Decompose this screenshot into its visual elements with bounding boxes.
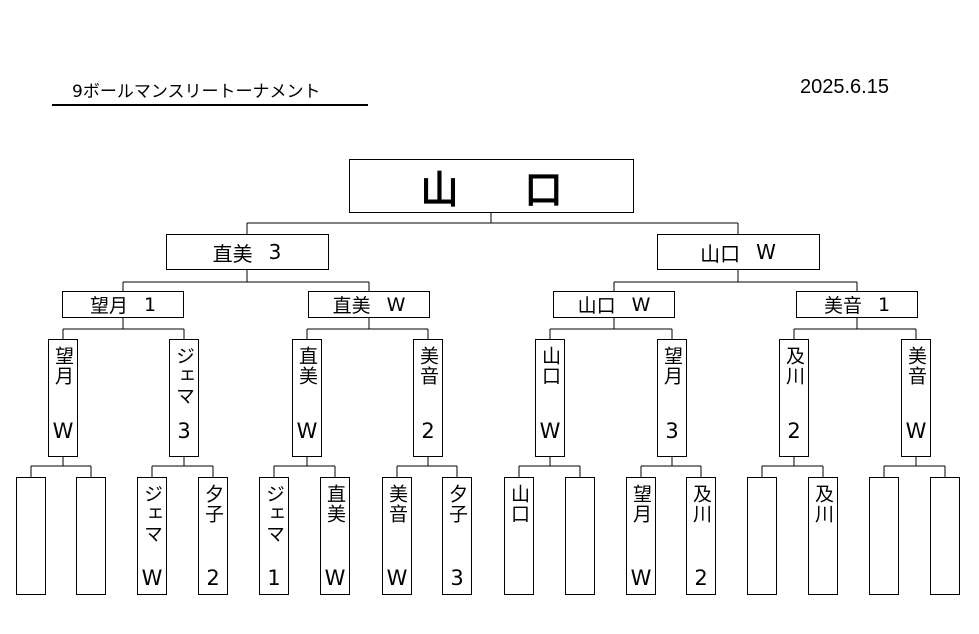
match-result: W — [386, 293, 406, 316]
match-result: W — [630, 566, 652, 590]
player-name: 美音 — [823, 295, 862, 317]
match-result: W — [386, 566, 408, 590]
round1-box: 夕子 3 — [442, 477, 472, 595]
round1-box: 直美 W — [320, 477, 350, 595]
player-name: 望月 — [630, 484, 652, 524]
player-name: ジェマ — [141, 484, 163, 544]
round2-box: 及川 2 — [779, 339, 809, 457]
match-result: W — [539, 419, 561, 443]
match-result: W — [296, 419, 318, 443]
player-name: 及川 — [783, 346, 805, 386]
match-result: W — [141, 566, 163, 590]
player-name: 美音 — [386, 484, 408, 524]
player-name: 夕子 — [446, 484, 468, 524]
quarterfinal-box: 美音 1 — [796, 291, 918, 318]
match-result: W — [52, 419, 74, 443]
player-name: ジェマ — [263, 484, 285, 544]
match-result: W — [631, 293, 651, 316]
round1-box: 望月 W — [626, 477, 656, 595]
semifinal-box: 山口 W — [656, 234, 820, 270]
match-result: W — [324, 566, 346, 590]
match-result: 3 — [450, 566, 464, 590]
player-name: 美音 — [905, 346, 927, 386]
round2-box: 望月 3 — [657, 339, 687, 457]
player-name: 望月 — [661, 346, 683, 386]
player-name: 望月 — [89, 295, 128, 317]
round1-box — [16, 477, 46, 595]
player-name: 望月 — [52, 346, 74, 386]
quarterfinal-box: 山口 W — [553, 291, 675, 318]
match-result: W — [756, 240, 776, 264]
round1-box: ジェマ W — [137, 477, 167, 595]
round1-box: ジェマ 1 — [259, 477, 289, 595]
tournament-title: 9ボールマンスリートーナメント — [52, 80, 368, 106]
round1-box: 山口 — [504, 477, 534, 595]
player-name: 及川 — [690, 484, 712, 524]
player-name: 直美 — [296, 346, 318, 386]
match-result: 1 — [877, 293, 891, 316]
round1-box — [76, 477, 106, 595]
player-name: 山口 — [508, 484, 530, 524]
match-result: 1 — [143, 293, 157, 316]
round1-box: 夕子 2 — [198, 477, 228, 595]
round1-box — [565, 477, 595, 595]
player-name: 山口 — [539, 346, 561, 386]
match-result: 3 — [177, 419, 191, 443]
round2-box: 望月 W — [48, 339, 78, 457]
quarterfinal-box: 望月 1 — [62, 291, 184, 318]
round1-box — [869, 477, 899, 595]
round2-box: 美音 W — [901, 339, 931, 457]
match-result: 2 — [421, 419, 435, 443]
match-result: 3 — [268, 240, 282, 264]
round1-box: 及川 — [808, 477, 838, 595]
match-result: 2 — [787, 419, 801, 443]
quarterfinal-box: 直美 W — [308, 291, 430, 318]
player-name: 直美 — [332, 295, 371, 317]
round2-box: 直美 W — [292, 339, 322, 457]
match-result: W — [905, 419, 927, 443]
player-name: 直美 — [324, 484, 346, 524]
tournament-date: 2025.6.15 — [800, 76, 889, 98]
round1-box: 美音 W — [382, 477, 412, 595]
round1-box: 及川 2 — [686, 477, 716, 595]
player-name: 美音 — [417, 346, 439, 386]
round2-box: 山口 W — [535, 339, 565, 457]
player-name: 直美 — [212, 241, 253, 266]
match-result: 2 — [206, 566, 220, 590]
player-name: 夕子 — [202, 484, 224, 524]
champion-box: 山 口 — [349, 159, 634, 213]
player-name: 山口 — [700, 241, 741, 266]
champion-name: 山 口 — [420, 167, 577, 212]
player-name: ジェマ — [173, 346, 195, 406]
player-name: 山口 — [577, 295, 616, 317]
match-result: 1 — [267, 566, 281, 590]
semifinal-box: 直美 3 — [165, 234, 329, 270]
round2-box: ジェマ 3 — [169, 339, 199, 457]
player-name: 及川 — [812, 484, 834, 524]
match-result: 3 — [665, 419, 679, 443]
round2-box: 美音 2 — [413, 339, 443, 457]
round1-box — [747, 477, 777, 595]
round1-box — [930, 477, 960, 595]
match-result: 2 — [694, 566, 708, 590]
